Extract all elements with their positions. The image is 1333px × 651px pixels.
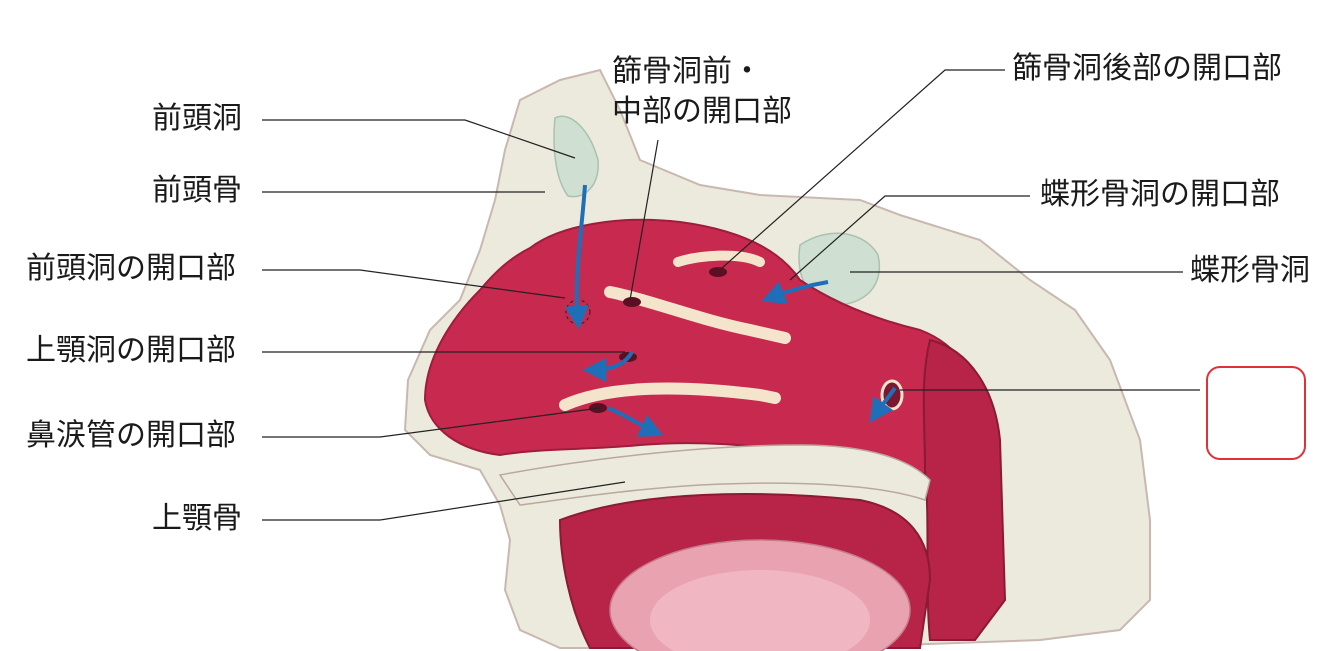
tongue-muscle-inner — [650, 570, 870, 651]
ethmoid-ant-opening-spot — [623, 297, 641, 307]
leader-lines — [262, 69, 1200, 521]
frontal-sinus-shape — [553, 115, 599, 198]
label-ethmoid-ant-mid-opening-2: 中部の開口部 — [612, 94, 792, 129]
arrow-frontal-drain — [564, 184, 589, 330]
label-maxillary-sinus-opening: 上顎洞の開口部 — [26, 333, 236, 368]
label-ethmoid-ant-mid-opening-1: 篩骨洞前・ — [612, 54, 762, 89]
label-nasolacrimal-opening: 鼻涙管の開口部 — [26, 418, 236, 453]
middle-turbinate — [604, 286, 791, 344]
label-frontal-bone: 前頭骨 — [152, 173, 242, 208]
ethmoid-post-opening-spot — [709, 267, 727, 277]
hard-palate — [498, 444, 931, 506]
label-frontal-sinus-opening: 前頭洞の開口部 — [26, 251, 236, 286]
label-sphenoid-sinus: 蝶形骨洞 — [1190, 253, 1310, 288]
answer-blank-box[interactable] — [1206, 366, 1306, 460]
arrow-nasolacrimal-drain — [607, 406, 664, 437]
label-frontal-sinus: 前頭洞 — [152, 101, 242, 136]
label-maxilla: 上顎骨 — [152, 501, 242, 536]
label-ethmoid-post-opening: 篩骨洞後部の開口部 — [1012, 51, 1282, 86]
label-sphenoid-opening: 蝶形骨洞の開口部 — [1040, 177, 1280, 212]
arrow-sphenoid-drain — [761, 280, 829, 304]
arrow-eustachian — [869, 386, 897, 423]
superior-turbinate — [673, 250, 765, 267]
arrow-maxillary-drain — [582, 350, 634, 382]
inferior-turbinate — [559, 382, 781, 411]
